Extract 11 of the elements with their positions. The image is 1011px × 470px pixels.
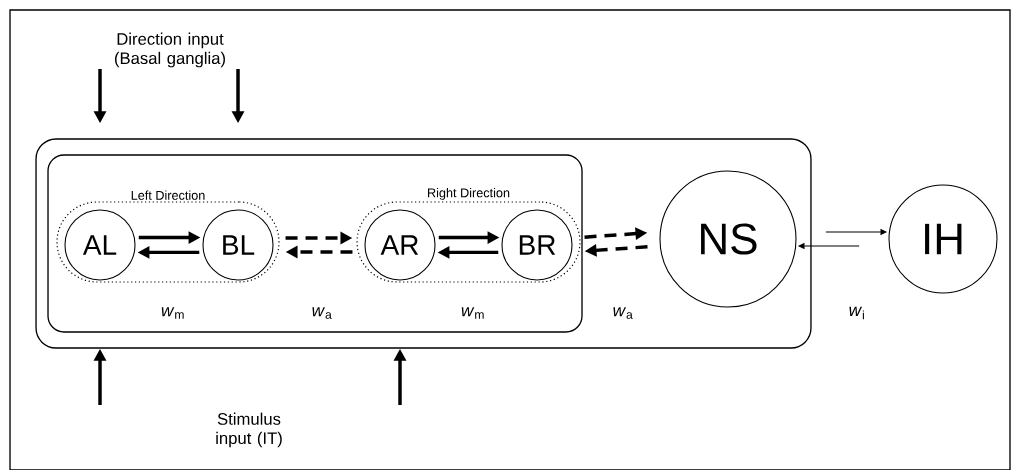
node-label: Left Direction (131, 190, 205, 200)
weight-label: w$_{i}$ (849, 306, 864, 320)
rounded-box (35, 138, 812, 349)
input-text: Stimulus input (IT) (216, 412, 282, 448)
weight-label: w$_{a}$ (312, 307, 332, 319)
rounded-box (47, 154, 583, 333)
weight-label: w$_{m}$ (161, 307, 184, 319)
weight-label: w$_{m}$ (461, 307, 484, 319)
weight-label: w$_{a}$ (613, 307, 633, 319)
input-text: Direction input (Basal ganglia) (115, 32, 225, 68)
node-label: Right Direction (428, 187, 510, 200)
